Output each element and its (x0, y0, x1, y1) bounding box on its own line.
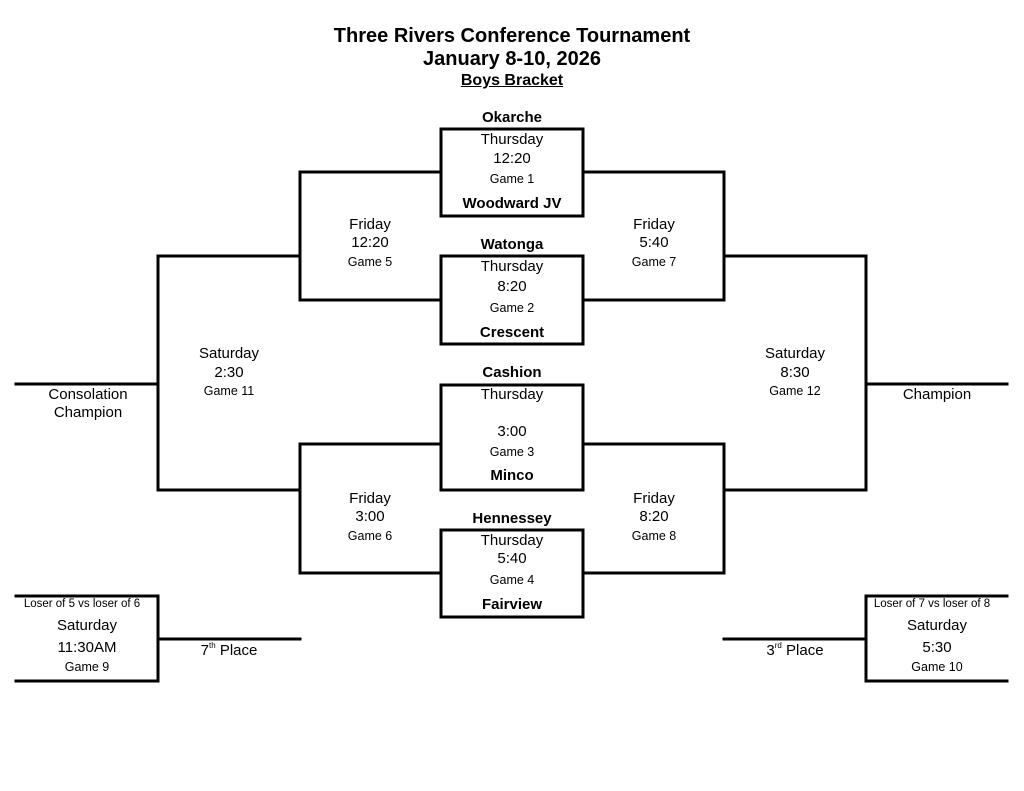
game11-label: Game 11 (203, 384, 255, 398)
game3-day: Thursday (480, 386, 544, 403)
game2-team-top: Watonga (480, 236, 544, 253)
game4-label: Game 4 (489, 573, 535, 587)
game4-team-top: Hennessey (472, 510, 552, 527)
game11-time: 2:30 (214, 364, 244, 381)
game1-time: 12:20 (493, 150, 531, 167)
game11-bracket (156, 254, 302, 492)
consolation-champion-line2: Champion (53, 404, 123, 421)
champion-label: Champion (902, 386, 972, 403)
bracket-subtitle: Boys Bracket (460, 72, 564, 89)
game12-bracket (722, 254, 868, 492)
game8-label: Game 8 (631, 529, 677, 543)
game6-time: 3:00 (355, 508, 385, 525)
game6-day: Friday (349, 490, 391, 507)
game8-bracket (581, 442, 726, 575)
game1-label: Game 1 (489, 172, 535, 186)
game8-time: 8:20 (639, 508, 669, 525)
game10-note: Loser of 7 vs loser of 8 (873, 598, 991, 610)
game10-label: Game 10 (911, 660, 963, 674)
game2-day: Thursday (480, 258, 544, 275)
game12-label: Game 12 (769, 384, 821, 398)
game11-day: Saturday (198, 345, 260, 362)
game5-bracket (298, 170, 443, 302)
game4-day: Thursday (480, 532, 544, 549)
game4-time: 5:40 (497, 550, 527, 567)
third-place-text: Place (781, 642, 824, 659)
seventh-place-text: Place (215, 642, 258, 659)
third-place-label: 3rd Place (766, 641, 824, 659)
game3-team-bottom: Minco (490, 467, 534, 484)
game1-day: Thursday (480, 131, 544, 148)
game3-label: Game 3 (489, 445, 535, 459)
game3-box (439, 383, 585, 492)
game1-team-bottom: Woodward JV (462, 195, 562, 212)
game5-day: Friday (349, 216, 391, 233)
game2-time: 8:20 (497, 278, 527, 295)
game7-day: Friday (633, 216, 675, 233)
game3-team-top: Cashion (482, 364, 542, 381)
game7-label: Game 7 (631, 255, 677, 269)
game3-time: 3:00 (497, 423, 527, 440)
game9-day: Saturday (56, 617, 118, 634)
game6-label: Game 6 (347, 529, 393, 543)
seventh-place-suffix: th (208, 641, 216, 650)
game9-time: 11:30AM (57, 639, 117, 656)
tournament-dates: January 8-10, 2026 (423, 48, 601, 70)
third-place-number: 3 (766, 642, 775, 659)
seventh-place-number: 7 (200, 642, 209, 659)
game4-team-bottom: Fairview (481, 596, 543, 613)
game6-bracket (298, 442, 443, 575)
consolation-champion-line1: Consolation (48, 386, 128, 403)
game5-label: Game 5 (347, 255, 393, 269)
game7-bracket (581, 170, 726, 302)
third-place-suffix: rd (774, 641, 782, 650)
game5-time: 12:20 (351, 234, 389, 251)
game7-time: 5:40 (639, 234, 669, 251)
game10-time: 5:30 (922, 639, 952, 656)
game12-day: Saturday (764, 345, 826, 362)
game2-label: Game 2 (489, 301, 535, 315)
tournament-title: Three Rivers Conference Tournament (333, 25, 691, 47)
game2-team-bottom: Crescent (479, 324, 545, 341)
game9-label: Game 9 (64, 660, 110, 674)
game9-note: Loser of 5 vs loser of 6 (23, 598, 141, 610)
seventh-place-label: 7th Place (200, 641, 258, 659)
game8-day: Friday (633, 490, 675, 507)
game12-time: 8:30 (780, 364, 810, 381)
game1-team-top: Okarche (481, 109, 543, 126)
game10-day: Saturday (906, 617, 968, 634)
